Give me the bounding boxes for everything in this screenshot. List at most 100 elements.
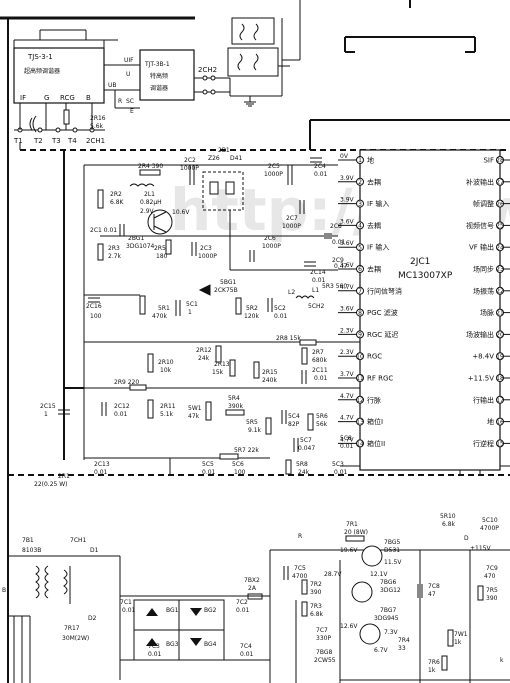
r2r16-value: 5.6k: [90, 123, 104, 130]
supply-d: D: [464, 535, 469, 542]
ic-pin-label: 地: [487, 417, 494, 426]
label-7r2-ref: 7R2: [310, 581, 322, 588]
volt-19-6: 19.6V: [340, 547, 358, 554]
ic-pin-number: 27: [496, 179, 504, 186]
label-7bg5-ref: 7BG5: [384, 539, 400, 546]
ic-pin-label: RF RGC: [367, 375, 393, 383]
label-2r12-ref: 2R12: [196, 347, 212, 354]
supply-115v: +115V: [470, 545, 491, 552]
label-2c16-ref: 2C16: [86, 303, 102, 310]
label-7bg6-ref: 7BG6: [380, 579, 396, 586]
connector-2ch1: 2CH1: [86, 137, 105, 145]
label-5c6-value: 100: [234, 469, 246, 476]
ic-pin-number: 5: [358, 244, 362, 251]
connector-t4: T4: [67, 137, 77, 145]
label-5r1-ref: 5R1: [158, 305, 170, 312]
label-5w1-ref: 5W1: [188, 405, 202, 412]
label-5c3-value: 0.01: [334, 469, 348, 476]
ic-pin-label: +8.4V: [472, 353, 494, 361]
label-b: B: [2, 587, 6, 594]
label-5c10-value: 4700P: [480, 525, 499, 532]
label-2c2-ref: 2C2: [184, 157, 196, 164]
label-2r12-value: 24k: [198, 355, 210, 362]
tjs-pin-rcg: RCG: [60, 94, 75, 102]
tjt-tuner-box: [139, 49, 195, 101]
label-5c5-value: 0.01: [202, 469, 216, 476]
ic-pin-voltage: 3.6V: [340, 262, 355, 269]
ic-right-pin-18: 18+11.5V: [468, 374, 510, 383]
label-2l1-value: 0.82μH: [140, 199, 162, 206]
label-7bg5-value: D531: [384, 547, 400, 554]
volt-2-9: 2.9V: [140, 208, 155, 215]
label-7c3-ref: 7C3: [148, 643, 160, 650]
ic-pin-label: 行输出: [473, 395, 494, 404]
label-2c14-ref: 2C14: [310, 269, 326, 276]
label-2c7-ref: 2C7: [286, 215, 298, 222]
ic-pin-voltage: 3.6V: [340, 306, 355, 313]
label-2r5-value: 180: [156, 253, 168, 260]
label-2c5-value: 1000P: [264, 171, 283, 178]
label-2r10-value: 10k: [160, 367, 172, 374]
label-2r3-ref: 2R3: [108, 245, 120, 252]
ic-pin-label: 场同步: [473, 265, 494, 274]
label-5c8-value: 0.01: [340, 443, 354, 450]
label-7r4-ref: 7R4: [398, 637, 410, 644]
label-5r8-value: 24k: [298, 469, 310, 476]
label-7bg6-value: 3DG12: [380, 587, 401, 594]
label-l2: L2: [288, 289, 295, 296]
ic-pin-label: SIF: [483, 157, 494, 165]
label-2r11-ref: 2R11: [160, 403, 176, 410]
tuner-section: TJS-3-1 超高频调谐器 IF G RCG B TJT-3B-1 特高频 调…: [0, 0, 476, 683]
label-2c8-ref: 2C8: [330, 223, 342, 230]
label-2c8-value: 0.01: [332, 239, 346, 246]
label-7c9-ref: 7C9: [486, 565, 498, 572]
connector-t3: T3: [51, 137, 61, 145]
ic-part: MC13007XP: [398, 271, 453, 281]
tjs-pin-if: IF: [20, 94, 26, 102]
ic-pin-number: 1: [358, 157, 362, 164]
label-5r5-ref: 5R5: [246, 419, 258, 426]
label-7c4-value: 0.01: [240, 651, 254, 658]
label-2r10-ref: 2R10: [158, 359, 174, 366]
if-amplifier: 2R4 390 2C2 1000P 2B1 Z26 D41 2C5 1000P …: [90, 147, 346, 284]
ic-pin-label: 视频信号: [466, 221, 494, 230]
label-7c8-ref: 7C8: [428, 583, 440, 590]
label-2r7-ref: 2R7: [312, 349, 324, 356]
ic-pin-number: 20: [496, 332, 504, 339]
sync-section: 5W1 47k 5R4 390k 5R5 9.1k 5C4 82P 5R6 56…: [34, 395, 354, 488]
label-7c5-ref: 7C5: [294, 565, 306, 572]
tjs-code: TJS-3-1: [27, 53, 53, 61]
ic-pin-label: 行逆程: [473, 439, 494, 448]
ic-pin-voltage: 3.6V: [340, 218, 355, 225]
connector-2ch2: 2CH2: [198, 66, 217, 74]
label-7c7-value: 330P: [316, 635, 331, 642]
label-2c9-value: 0.47: [334, 263, 348, 270]
diode-bg2: BG2: [204, 607, 217, 614]
label-2r4: 2R4 390: [138, 163, 163, 170]
label-7r2-value: 390: [310, 589, 322, 596]
ic-pin-label: PGC 滤波: [367, 308, 398, 317]
ic-pin-label: 行间信弩消: [367, 286, 402, 295]
power-supply: 5R10 6.8k 5C10 4700P 7R1 20 (8W) 7BG5 D5…: [2, 513, 510, 683]
label-5r6-value: 56k: [316, 421, 328, 428]
label-7c8-value: 47: [428, 591, 436, 598]
label-7c3-value: 0.01: [148, 651, 162, 658]
label-7c5-value: 4700: [292, 573, 307, 580]
label-7ch1: 7CH1: [70, 537, 87, 544]
volt-7-3: 7.3V: [384, 629, 399, 636]
tjt-name1: 特高频: [150, 72, 168, 80]
label-5c1-value: 1: [188, 309, 192, 316]
transistor-2bg1-value: 3DG1074: [126, 243, 155, 250]
tjt-pin-r: R: [118, 98, 122, 105]
label-5c1-ref: 5C1: [186, 301, 198, 308]
label-7c7-ref: 7C7: [316, 627, 328, 634]
volt-12-1: 12.1V: [370, 571, 388, 578]
label-5ch2: 5CH2: [308, 303, 325, 310]
label-5c7-value: 0.047: [298, 445, 315, 452]
label-5r5-value: 9.1k: [248, 427, 262, 434]
